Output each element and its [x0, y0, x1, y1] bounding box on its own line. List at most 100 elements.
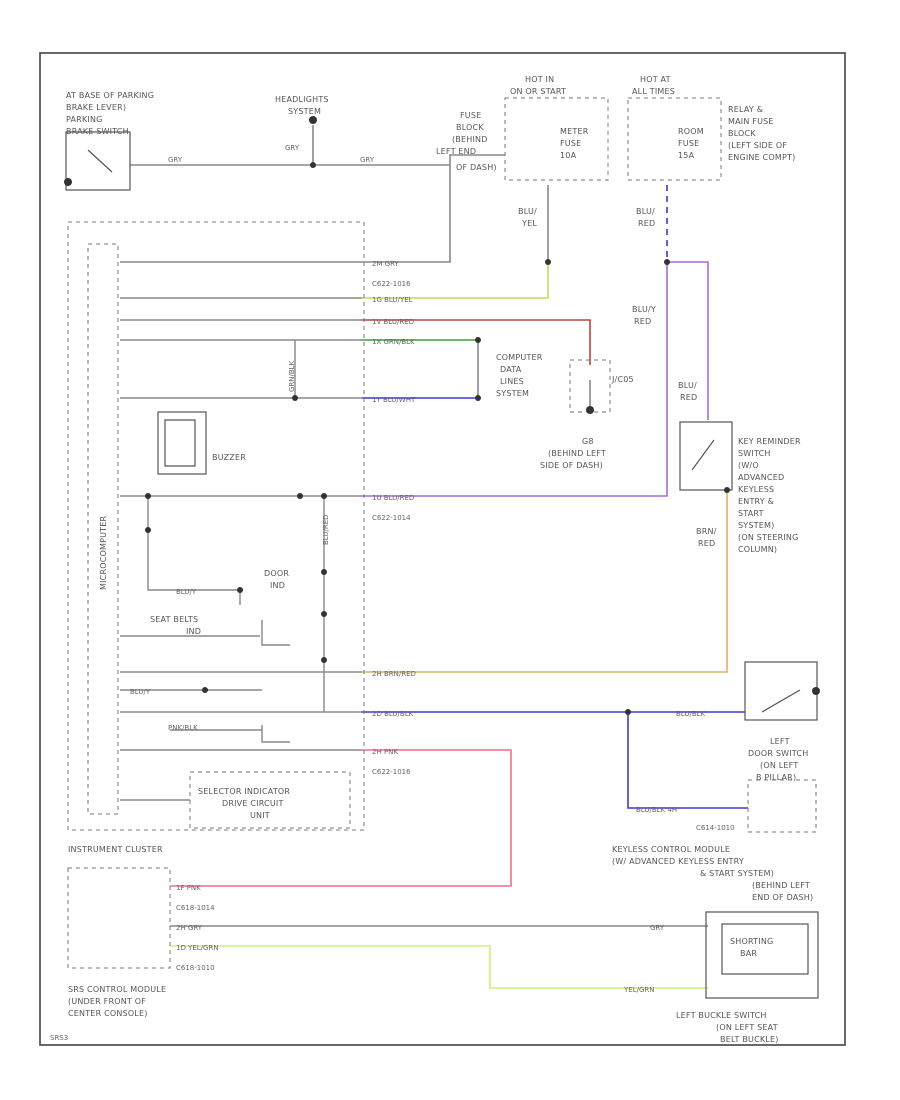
label-footer: SRS3 — [50, 1034, 68, 1042]
label-leftdoor-2: DOOR SWITCH — [748, 749, 808, 758]
label-headlights-1: HEADLIGHTS — [275, 95, 329, 104]
wire-label-grn-blk-v: GRN/BLK — [288, 360, 296, 392]
label-key-5: KEYLESS — [738, 485, 774, 494]
selector-box — [189, 771, 351, 829]
label-buckle-3: BELT BUCKLE) — [720, 1035, 779, 1044]
wire-label-c6: 1U BLU/RED — [372, 494, 414, 502]
label-blured-3: BLU/Y — [632, 305, 656, 314]
label-keyless-3: & START SYSTEM) — [700, 869, 774, 878]
label-ground-3: SIDE OF DASH) — [540, 461, 603, 470]
junction-dots — [145, 116, 730, 715]
label-leftdoor-4: B PILLAR) — [756, 773, 796, 782]
wire-label-conn-d: C618-1014 — [176, 904, 215, 912]
label-brnred-2: RED — [698, 539, 715, 548]
wire-label-conn-e: C618-1010 — [176, 964, 215, 972]
wire-label-c2: 1G BLU/YEL — [372, 296, 413, 304]
label-srs-3: CENTER CONSOLE) — [68, 1009, 148, 1018]
label-hot-run-1: HOT IN — [525, 75, 554, 84]
meter-fuse-box — [504, 97, 609, 181]
label-instrument-cluster: INSTRUMENT CLUSTER — [68, 845, 163, 854]
wire-label-conn-f: C614-1010 — [696, 824, 735, 832]
wire-label-seat: BLU/Y — [130, 688, 151, 696]
wire-gry-2m — [362, 165, 451, 263]
wire-label-c8: 2D BLU/BLK — [372, 710, 414, 718]
label-shorting-1: SHORTING — [730, 937, 773, 946]
label-computer-2: DATA — [500, 365, 522, 374]
keyless-module-box — [747, 779, 817, 833]
wire-label-c1: 2M GRY — [372, 260, 400, 268]
label-selector-1: SELECTOR INDICATOR — [198, 787, 290, 796]
label-shorting-2: BAR — [740, 949, 757, 958]
label-key-7: START — [738, 509, 764, 518]
label-keyless-5: END OF DASH) — [752, 893, 813, 902]
label-relay-1: RELAY & — [728, 105, 763, 114]
wire-label-conn-b: C622-1014 — [372, 514, 411, 522]
label-keyless-2: (W/ ADVANCED KEYLESS ENTRY — [612, 857, 744, 866]
label-key-8: SYSTEM) — [738, 521, 774, 530]
label-buckle-2: (ON LEFT SEAT — [716, 1023, 778, 1032]
wire-blu-red-1v — [362, 319, 591, 365]
label-ground-1: G8 — [582, 437, 594, 446]
label-parking-2: BRAKE LEVER) — [66, 103, 126, 112]
left-door-switch — [744, 661, 818, 721]
label-key-3: (W/O — [738, 461, 759, 470]
key-reminder-blade — [691, 439, 715, 471]
label-seatbelts-1: SEAT BELTS — [150, 615, 198, 624]
wire-label-door: BLU/Y — [176, 588, 197, 596]
key-reminder-switch — [679, 421, 733, 491]
wire-label-c7: 2H BRN/RED — [372, 670, 416, 678]
label-seatbelts-2: IND — [186, 627, 201, 636]
wire-label-yelgrn-right: YEL/GRN — [623, 986, 654, 994]
label-relay-5: ENGINE COMPT) — [728, 153, 795, 162]
door-ground-dot — [812, 687, 820, 695]
label-fuse-4: LEFT END — [436, 147, 476, 156]
label-meter-1: METER — [560, 127, 589, 136]
wire-label-gry-3: GRY — [360, 156, 375, 164]
label-srs-2: (UNDER FRONT OF — [68, 997, 146, 1006]
label-headlights-2: SYSTEM — [288, 107, 321, 116]
wire-pnk — [170, 749, 512, 887]
label-parking-1: AT BASE OF PARKING — [66, 91, 154, 100]
label-key-6: ENTRY & — [738, 497, 774, 506]
label-fuse-2: BLOCK — [456, 123, 484, 132]
instrument-cluster-box — [67, 221, 365, 831]
label-key-1: KEY REMINDER — [738, 437, 801, 446]
door-switch-blade — [761, 689, 801, 713]
srs-module-box — [67, 867, 171, 969]
label-relay-3: BLOCK — [728, 129, 756, 138]
label-fuse-3: (BEHIND — [452, 135, 488, 144]
label-hot-run-2: ON OR START — [510, 87, 566, 96]
parking-ground-dot — [64, 178, 72, 186]
wire-label-pink: PNK/BLK — [168, 724, 198, 732]
label-buzzer: BUZZER — [212, 453, 246, 462]
label-relay-2: MAIN FUSE — [728, 117, 774, 126]
label-bluyel-1: BLU/ — [518, 207, 537, 216]
label-bluyel-2: YEL — [521, 219, 537, 228]
wire-label-gry-2: GRY — [285, 144, 300, 152]
label-meter-2: FUSE — [560, 139, 581, 148]
component-labels: AT BASE OF PARKING BRAKE LEVER) PARKING … — [50, 75, 813, 1044]
wire-blu-yel — [362, 262, 549, 299]
wire-label-c3: 1V BLU/RED — [372, 318, 414, 326]
label-computer-4: SYSTEM — [496, 389, 529, 398]
label-blured-6: RED — [680, 393, 697, 402]
room-fuse-box — [627, 97, 722, 181]
buckle-switch — [705, 911, 819, 999]
label-leftdoor-1: LEFT — [770, 737, 790, 746]
label-buckle-1: LEFT BUCKLE SWITCH — [676, 1011, 767, 1020]
label-fuse-1: FUSE — [460, 111, 481, 120]
label-key-9: (ON STEERING — [738, 533, 799, 542]
label-blured-1: BLU/ — [636, 207, 655, 216]
wire-gry-fuse — [449, 154, 505, 165]
label-parking-4: BRAKE SWITCH — [66, 127, 129, 136]
label-meter-3: 10A — [560, 151, 577, 160]
label-computer-3: LINES — [500, 377, 524, 386]
wire-label-blublk-right: BLU/BLK — [676, 710, 706, 718]
label-room-2: FUSE — [678, 139, 699, 148]
diagram-frame — [39, 52, 846, 1046]
wire-label-c4: 1X GRN/BLK — [372, 338, 415, 346]
label-door-1: DOOR — [264, 569, 289, 578]
label-computer-1: COMPUTER — [496, 353, 543, 362]
label-key-10: COLUMN) — [738, 545, 777, 554]
